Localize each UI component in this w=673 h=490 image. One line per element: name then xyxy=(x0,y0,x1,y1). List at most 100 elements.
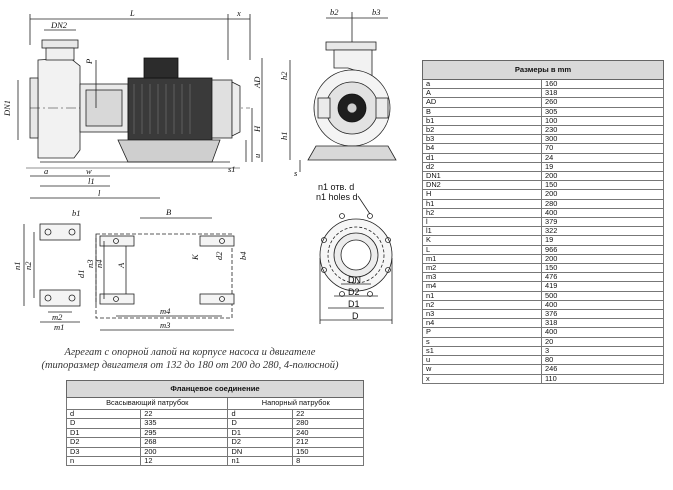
dimension-value: 260 xyxy=(541,97,664,108)
dimension-value: 100 xyxy=(541,115,664,127)
label-s: s xyxy=(294,168,298,178)
dimension-value: 246 xyxy=(541,364,664,375)
label-D1: D1 xyxy=(348,299,360,309)
label-B: B xyxy=(166,207,171,217)
dimension-symbol: b3 xyxy=(422,134,542,145)
label-m3: m3 xyxy=(160,320,170,330)
dimension-value: 300 xyxy=(541,134,664,145)
label-P: P xyxy=(84,59,94,65)
dimension-value: 966 xyxy=(541,244,664,255)
label-n3: n3 xyxy=(85,260,95,269)
flange-value: 12 xyxy=(140,456,229,467)
dimension-value: 322 xyxy=(541,226,664,237)
flange-value: 280 xyxy=(292,418,364,429)
dimension-symbol: h1 xyxy=(422,198,542,209)
label-h1: h1 xyxy=(279,132,289,141)
end-view xyxy=(289,12,397,172)
label-m2: m2 xyxy=(52,312,63,322)
flange-symbol: D xyxy=(227,418,294,429)
dimension-value: 200 xyxy=(541,189,664,200)
dimension-symbol: h2 xyxy=(422,207,542,219)
dimension-value: 230 xyxy=(541,125,664,136)
flange-value: 200 xyxy=(140,446,229,458)
dimension-value: 24 xyxy=(541,152,664,163)
flange-symbol: D2 xyxy=(65,437,142,448)
dimension-value: 400 xyxy=(541,327,664,338)
label-DN1: DN1 xyxy=(2,100,12,117)
flange-table-title: Фланцевое соединение xyxy=(66,380,364,398)
flange-symbol: n xyxy=(65,456,142,467)
label-b2: b2 xyxy=(330,7,339,17)
flange-table-body: Всасывающий патрубок Напорный патрубок d… xyxy=(65,397,364,467)
dimension-value: 19 xyxy=(541,235,664,246)
dimension-symbol: d1 xyxy=(422,152,542,163)
dimension-symbol: m3 xyxy=(422,272,542,283)
label-K: K xyxy=(190,253,200,261)
dimension-symbol: A xyxy=(422,88,542,99)
dimension-symbol: L xyxy=(422,244,542,255)
flange-symbol: D2 xyxy=(227,437,294,448)
dimensions-table-title: Размеры в mm xyxy=(422,60,664,80)
dimension-symbol: u xyxy=(422,355,542,366)
label-m1: m1 xyxy=(54,322,64,332)
flange-value: 8 xyxy=(292,456,364,467)
dimension-value: 280 xyxy=(541,198,664,209)
label-d2: d2 xyxy=(214,251,224,260)
dimension-value: 318 xyxy=(541,88,664,99)
label-D2: D2 xyxy=(348,287,360,297)
foot-plan-views xyxy=(23,217,235,331)
label-A: A xyxy=(116,262,126,269)
dimension-value: 20 xyxy=(541,336,664,347)
dimension-value: 80 xyxy=(541,355,664,366)
dimension-symbol: H xyxy=(422,189,542,200)
dimension-symbol: a xyxy=(422,78,542,90)
label-b1: b1 xyxy=(72,208,81,218)
dimension-symbol: s xyxy=(422,336,542,347)
flange-symbol: D xyxy=(65,418,142,429)
dimension-symbol: x xyxy=(422,373,542,384)
dimension-value: 305 xyxy=(541,106,664,117)
label-L: L xyxy=(129,8,135,18)
dimension-symbol: s1 xyxy=(422,345,542,357)
dimension-value: 150 xyxy=(541,180,664,191)
label-AD: AD xyxy=(252,76,262,89)
dimension-value: 160 xyxy=(541,78,664,90)
flange-value: 335 xyxy=(140,418,229,429)
label-d1: d1 xyxy=(76,270,86,279)
dimension-value: 200 xyxy=(541,253,664,265)
dimension-value: 318 xyxy=(541,318,664,329)
dimension-value: 376 xyxy=(541,309,664,320)
dimension-symbol: K xyxy=(422,235,542,246)
dimension-value: 476 xyxy=(541,272,664,283)
flange-view xyxy=(319,195,393,324)
dimension-value: 400 xyxy=(541,207,664,219)
label-w: w xyxy=(86,166,92,176)
dimension-value: 200 xyxy=(541,171,664,182)
label-holes-en: n1 holes d xyxy=(316,192,358,202)
dimension-symbol: n1 xyxy=(422,290,542,301)
dimension-symbol: l1 xyxy=(422,226,542,237)
label-n4: n4 xyxy=(94,259,104,268)
flange-value: 212 xyxy=(292,437,364,448)
